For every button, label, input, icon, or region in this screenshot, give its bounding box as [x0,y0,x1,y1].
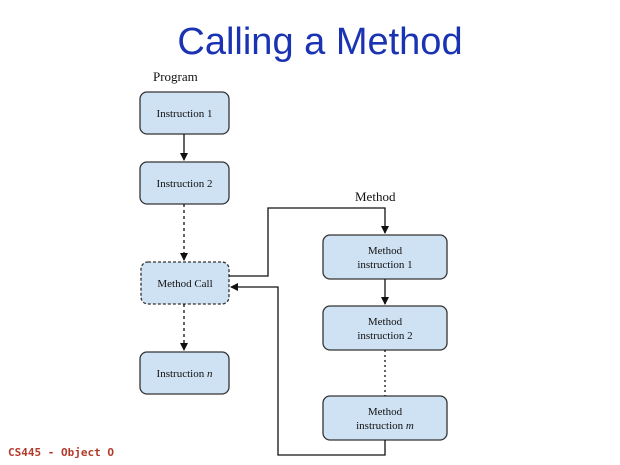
call-arrow-to-method [229,207,389,277]
flow-diagram-svg: Program Method Instruction 1 Instruction… [139,70,448,456]
slide-title: Calling a Method [177,21,463,63]
method-instruction-2-line1: Method [368,316,403,328]
instruction-1-label: Instruction 1 [157,108,213,120]
instruction-n-box: Instruction n [139,351,230,395]
instruction-n-label: Instruction n [157,368,213,380]
method-instruction-m-line2: instruction m [356,420,414,432]
return-arrow-to-method-call [230,283,386,456]
method-label: Method [355,189,396,204]
slide-footer: CS445 - Object O [8,446,114,459]
method-call-box: Method Call [140,261,230,305]
method-instruction-2-box: Method instruction 2 [322,305,448,351]
flow-diagram: Program Method Instruction 1 Instruction… [138,70,448,465]
method-instruction-1-line2: instruction 1 [357,259,412,271]
instruction-2-box: Instruction 2 [139,161,230,205]
method-instruction-1-line1: Method [368,245,403,257]
method-instruction-2-line2: instruction 2 [357,330,412,342]
method-call-label: Method Call [157,278,212,290]
method-instruction-m-line1: Method [368,406,403,418]
method-instruction-m-box: Method instruction m [322,395,448,441]
instruction-2-label: Instruction 2 [157,178,213,190]
instruction-1-box: Instruction 1 [139,91,230,135]
program-label: Program [153,70,198,84]
method-instruction-1-box: Method instruction 1 [322,234,448,280]
